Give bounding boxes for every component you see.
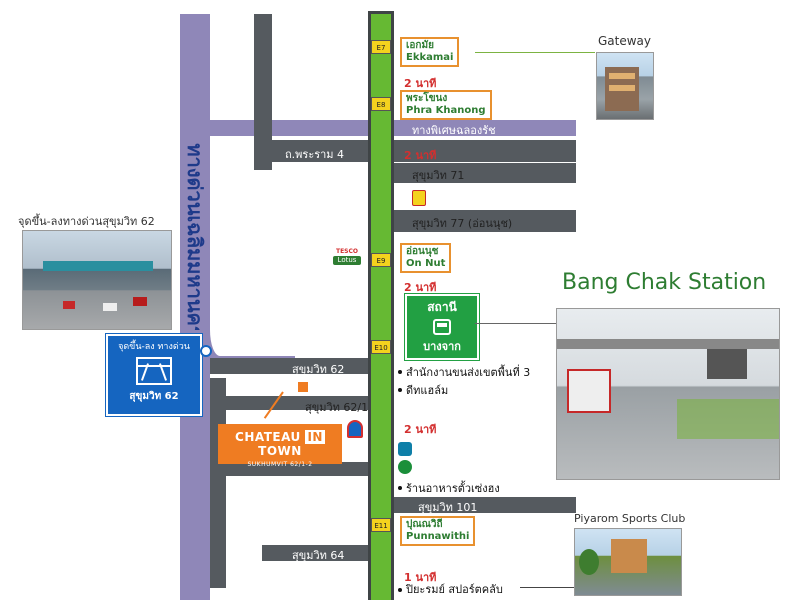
piyarom-leader-line: [520, 587, 574, 588]
chateau-in-town-sub: SUKHUMVIT 62/1-2: [247, 461, 313, 468]
station-code-e8: E8: [371, 97, 391, 111]
ramp-photo: [22, 230, 172, 330]
chateau-in-town-name: CHATEAU IN TOWN: [235, 430, 325, 458]
travel-time-e11-next: 1 นาที: [404, 571, 437, 584]
bigc-icon: [412, 190, 426, 206]
blue-drop-icon: [398, 442, 412, 456]
travel-time-e9-e10: 2 นาที: [404, 281, 437, 294]
road-soi101: [380, 497, 576, 513]
chateau-in-town-sign[interactable]: CHATEAU IN TOWN SUKHUMVIT 62/1-2: [218, 424, 342, 468]
poi-tax-office: สำนักงานขนส่งเขตพื้นที่ 3: [406, 366, 531, 379]
station-code-e7: E7: [371, 40, 391, 54]
road-soi64-label: สุขุมวิท 64: [292, 549, 345, 562]
road-soi71: [380, 163, 576, 183]
station-on-nut[interactable]: อ่อนนุช On Nut: [400, 243, 452, 273]
road-vertical-mid: [210, 378, 226, 588]
travel-time-e10-e11: 2 นาที: [404, 423, 437, 436]
road-soi62-2-lower: [226, 462, 380, 476]
in-box: IN: [305, 430, 325, 444]
gateway-photo: [596, 52, 654, 120]
road-rama4: [254, 140, 576, 162]
ramp-sign[interactable]: จุดขึ้น-ลง ทางด่วน สุขุมวิท 62: [106, 334, 202, 416]
piyarom-caption: Piyarom Sports Club: [574, 512, 686, 525]
bang-chak-station-title: Bang Chak Station: [562, 270, 767, 295]
expressway-chaloem-mahanakhon: [180, 14, 210, 600]
bang-chak-photo: [556, 308, 780, 480]
station-ekkamai[interactable]: เอกมัย Ekkamai: [400, 37, 460, 67]
poi-dot-tax: [398, 370, 402, 374]
travel-time-e7-e8: 2 นาที: [404, 77, 437, 90]
bang-chak-leader-line: [475, 323, 557, 324]
expressway-name-label: ทางด่วนเฉลิมมหานคร: [183, 143, 207, 337]
poi-dtac: ดีทแฮล์ม: [406, 384, 449, 397]
poi-dentist: เด้นท์รก: [312, 383, 351, 396]
poi-dot-dtac: [398, 388, 402, 392]
travel-time-e8-e9: 2 นาที: [404, 149, 437, 162]
lotus-logo-bottom: Lotus: [333, 256, 361, 265]
road-soi62: [210, 358, 380, 374]
station-bang-chak-eng: บางจาก: [423, 340, 461, 353]
poi-dot-restaurant: [398, 486, 402, 490]
station-on-nut-eng: On Nut: [406, 258, 446, 269]
station-punnawithi[interactable]: ปุณณวิถี Punnawithi: [400, 516, 476, 546]
gateway-label: Gateway: [598, 34, 652, 48]
kbank-icon: [398, 460, 412, 474]
gateway-leader-line: [475, 52, 595, 53]
ramp-sign-bottom: สุขุมวิท 62: [129, 391, 179, 402]
station-bang-chak-sign[interactable]: สถานี บางจาก: [405, 294, 479, 360]
station-bang-chak-thai: สถานี: [427, 300, 457, 314]
train-icon: [433, 319, 451, 335]
ramp-sign-top: จุดขึ้น-ลง ทางด่วน: [118, 342, 190, 352]
road-vertical-left: [254, 14, 272, 170]
station-punnawithi-thai: ปุณณวิถี: [406, 519, 443, 530]
station-code-e10: E10: [371, 340, 391, 354]
ptt-icon: [347, 420, 363, 438]
poi-dot-piyarom: [398, 588, 402, 592]
special-road-label: ทางพิเศษฉลองรัช: [412, 124, 496, 137]
road-soi62-1-label: สุขุมวิท 62/1: [305, 401, 369, 414]
road-soi62-1: [226, 396, 380, 410]
lotus-logo: TESCO Lotus: [333, 248, 361, 268]
dentist-marker: [298, 382, 308, 392]
road-soi77: [380, 210, 576, 232]
road-soi71-label: สุขุมวิท 71: [412, 169, 465, 182]
expressway-icon: [136, 357, 172, 385]
lotus-logo-top: TESCO: [335, 248, 359, 255]
road-soi64: [262, 545, 380, 561]
station-ekkamai-eng: Ekkamai: [406, 52, 454, 63]
ramp-caption: จุดขึ้น-ลงทางด่วนสุขุมวิท 62: [18, 215, 155, 228]
road-soi101-label: สุขุมวิท 101: [418, 501, 478, 514]
station-ekkamai-thai: เอกมัย: [406, 40, 434, 51]
bts-sukhumvit-line: [371, 14, 391, 600]
poi-piyarom-thai: ปิยะรมย์ สปอร์ตคลับ: [406, 583, 503, 596]
piyarom-photo: [574, 528, 682, 596]
station-code-e11: E11: [371, 518, 391, 532]
road-soi62-label: สุขุมวิท 62: [292, 363, 345, 376]
poi-restaurant: ร้านอาหารตั้วเซ่งฮง: [406, 482, 500, 495]
station-code-e9: E9: [371, 253, 391, 267]
station-phra-khanong-thai: พระโขนง: [406, 93, 448, 104]
ramp-junction-dot: [200, 345, 212, 357]
station-punnawithi-eng: Punnawithi: [406, 531, 470, 542]
road-soi77-label: สุขุมวิท 77 (อ่อนนุช): [412, 217, 513, 230]
station-on-nut-thai: อ่อนนุช: [406, 246, 439, 257]
station-phra-khanong-eng: Phra Khanong: [406, 105, 486, 116]
station-phra-khanong[interactable]: พระโขนง Phra Khanong: [400, 90, 492, 120]
road-rama4-label: ถ.พระราม 4: [285, 148, 345, 161]
